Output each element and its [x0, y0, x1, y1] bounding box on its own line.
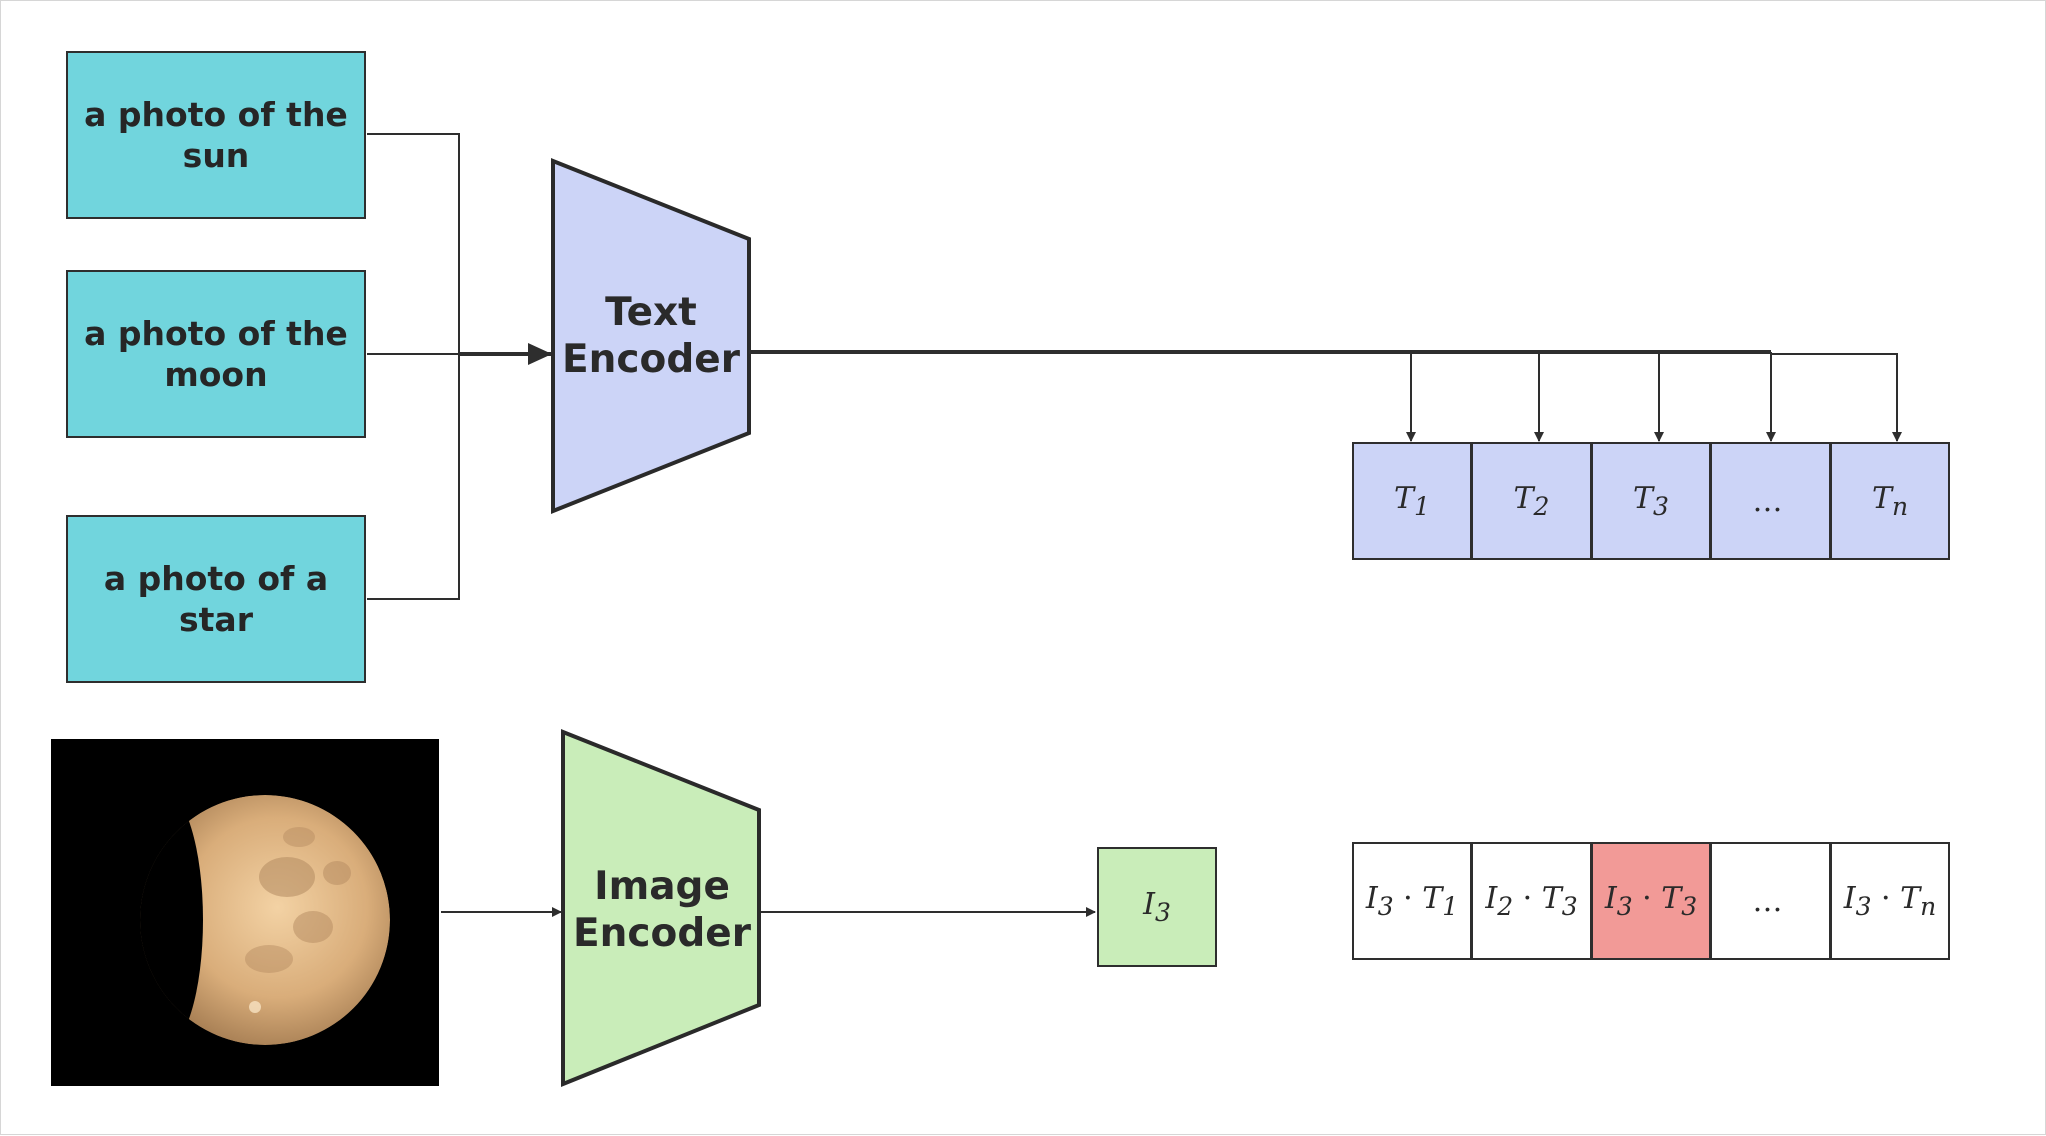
t3-subscript: 3 — [1653, 492, 1669, 521]
tn-symbol: T — [1871, 481, 1892, 516]
score-i3-tn: I3 · Tn — [1830, 842, 1950, 960]
text-encoder-label-line2: Encoder — [562, 337, 740, 382]
t2-subscript: 2 — [1533, 492, 1550, 521]
score-i3-t3-highlight: I3 · T3 — [1591, 842, 1711, 960]
prompt-label: a photo of the moon — [84, 314, 348, 394]
score-a-subscript: 3 — [1616, 892, 1633, 921]
connector-prompt-sun — [367, 133, 460, 354]
score-a-subscript: 3 — [1855, 892, 1872, 921]
text-embedding-t2: T2 — [1471, 442, 1592, 560]
image-encoder-label-line2: Encoder — [573, 911, 751, 956]
text-embedding-tn: Tn — [1830, 442, 1950, 560]
t3-symbol: T — [1633, 481, 1654, 516]
t1-symbol: T — [1394, 481, 1415, 516]
connector-prompt-star — [367, 354, 460, 600]
text-encoder-label: Text Encoder — [561, 289, 741, 383]
text-embedding-t1: T1 — [1352, 442, 1472, 560]
score-a-symbol: I — [1604, 881, 1617, 916]
score-b-symbol: T — [1900, 881, 1921, 916]
score-i3-t1: I3 · T1 — [1352, 842, 1472, 960]
similarity-row: I3 · T1 I2 · T3 I3 · T3 … I3 · Tn — [1352, 842, 1950, 960]
score-b-subscript: n — [1920, 892, 1937, 921]
text-embedding-dots: … — [1710, 442, 1831, 560]
score-b-symbol: T — [1422, 881, 1443, 916]
text-embedding-row: T1 T2 T3 … Tn — [1352, 442, 1950, 560]
score-b-symbol: T — [1541, 881, 1562, 916]
tn-subscript: n — [1891, 492, 1909, 521]
prompt-label: a photo of a star — [103, 559, 329, 639]
prompt-box-moon: a photo of the moon — [66, 270, 366, 438]
prompt-label: a photo of the sun — [84, 95, 348, 175]
i3-symbol: I — [1143, 887, 1155, 922]
score-dots-label: … — [1752, 883, 1789, 919]
image-encoder-label: Image Encoder — [571, 863, 753, 957]
text-embedding-t3: T3 — [1591, 442, 1711, 560]
prompt-box-star: a photo of a star — [66, 515, 366, 683]
score-dots: … — [1710, 842, 1831, 960]
image-embedding-i3: I3 — [1097, 847, 1217, 967]
text-encoder-label-line1: Text — [605, 290, 697, 335]
score-a-symbol: I — [1365, 881, 1378, 916]
score-a-subscript: 3 — [1377, 892, 1394, 921]
t-dots-label: … — [1752, 483, 1789, 519]
text-encoder-shape — [551, 158, 751, 514]
t1-subscript: 1 — [1414, 492, 1430, 521]
t2-symbol: T — [1513, 481, 1534, 516]
score-b-subscript: 3 — [1681, 892, 1698, 921]
image-encoder-label-line1: Image — [594, 864, 730, 909]
i3-subscript: 3 — [1154, 898, 1171, 927]
moon-photo — [51, 739, 439, 1086]
prompt-box-sun: a photo of the sun — [66, 51, 366, 219]
score-b-symbol: T — [1661, 881, 1682, 916]
score-b-subscript: 3 — [1561, 892, 1578, 921]
text-bus-to-tn — [1771, 353, 1902, 442]
score-a-symbol: I — [1843, 881, 1856, 916]
moon-icon — [51, 739, 439, 1086]
score-b-subscript: 1 — [1442, 892, 1459, 921]
score-i2-t3: I2 · T3 — [1471, 842, 1592, 960]
score-a-symbol: I — [1485, 881, 1498, 916]
score-a-subscript: 2 — [1497, 892, 1514, 921]
image-encoder-shape — [561, 729, 761, 1087]
